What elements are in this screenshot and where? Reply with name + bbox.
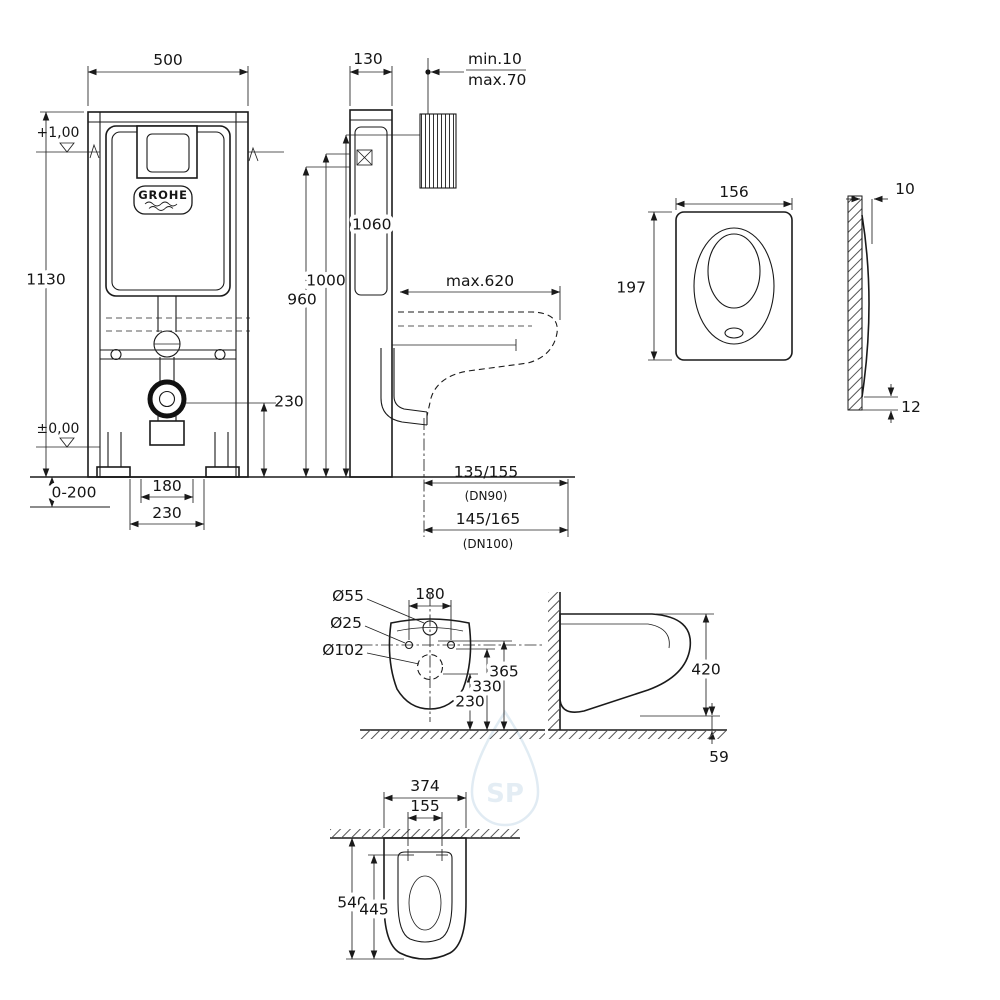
bowl-top-view: 374 155 540 445 [330, 777, 520, 960]
dim-level-top: +1,00 [37, 125, 80, 141]
dim-plate-thickness: 10 [895, 180, 915, 198]
foot-plate-left [96, 466, 131, 478]
dim-level-zero: ±0,00 [37, 421, 80, 437]
brand-logo-text: GROHE [138, 188, 188, 202]
dim-outlet-dia: Ø102 [322, 641, 364, 659]
dim-hole-dia: Ø25 [330, 614, 362, 632]
inlet-hole [422, 620, 438, 636]
flush-button [707, 233, 761, 309]
shop-watermark: SP [470, 709, 540, 827]
dim-height-1060: 1060 [352, 216, 391, 234]
bowl-rear-view: 180 Ø55 Ø25 Ø102 230 330 365 [322, 585, 545, 739]
bowl-side-view: 420 59 [548, 592, 729, 766]
dim-max-width: max.620 [446, 272, 514, 290]
flush-plate-side-view: 10 12 [846, 180, 921, 423]
dim-foot-range: 0-200 [51, 484, 96, 502]
outlet-box [149, 420, 185, 446]
bowl-top-outline [383, 837, 467, 960]
dim-plate-height: 197 [616, 279, 646, 297]
dim-dn100-range: 145/165 [456, 510, 520, 528]
ground-hatch [360, 730, 545, 739]
bowl-side-outline [559, 613, 692, 713]
dim-dn100-label: (DN100) [463, 537, 513, 551]
bowl-rear-outline [388, 618, 472, 710]
dim-fix-spacing: 230 [152, 504, 182, 522]
dim-bowl-hole-spacing: 180 [415, 585, 445, 603]
brand-logo: GROHE [133, 185, 193, 215]
dim-plate-width: 156 [719, 183, 749, 201]
dim-bowl-outlet-height: 230 [455, 693, 485, 711]
frame-side-view: min.10 max.70 130 960 1000 1060 max.620 [283, 50, 569, 551]
dim-height-1000: 1000 [306, 272, 345, 290]
dim-frame-width: 500 [153, 51, 183, 69]
dim-height-960: 960 [287, 291, 317, 309]
dim-bowl-width: 374 [410, 777, 440, 795]
dim-bowl-holes-height: 330 [472, 678, 502, 696]
dim-bowl-inlet-height: 365 [489, 663, 519, 681]
dim-top-hole-spacing: 155 [410, 797, 440, 815]
dim-inlet-dia: Ø55 [332, 587, 364, 605]
wall-hatch [548, 592, 560, 730]
dim-outlet-height: 230 [274, 393, 304, 411]
wall-hatch-top [330, 829, 520, 838]
dim-plate-bottom-offset: 12 [901, 398, 921, 416]
dim-frame-depth: 130 [353, 50, 383, 68]
flush-plate-front-view: 156 197 [616, 183, 793, 361]
flush-plate [675, 211, 793, 361]
dim-frame-height: 1130 [26, 271, 65, 289]
inlet-sleeve [419, 113, 457, 189]
outlet-hole [416, 653, 444, 681]
dim-bowl-depth: 540 [337, 894, 367, 912]
foot-plate-right [205, 466, 240, 478]
wall-section [847, 195, 863, 411]
dim-rod-spacing: 180 [152, 477, 182, 495]
dim-bowl-inner-depth: 445 [359, 901, 389, 919]
dim-floor-gap: 59 [709, 748, 729, 766]
dim-bowl-height: 420 [691, 661, 721, 679]
dim-wall-min: min.10 [468, 50, 522, 68]
frame-front-view: GROHE +1,00 ± [22, 51, 304, 530]
dim-dn90-range: 135/155 [454, 463, 518, 481]
dim-dn90-label: (DN90) [465, 489, 508, 503]
drain-socket [147, 379, 187, 419]
watermark-letters: SP [486, 779, 524, 809]
dim-wall-max: max.70 [468, 71, 526, 89]
